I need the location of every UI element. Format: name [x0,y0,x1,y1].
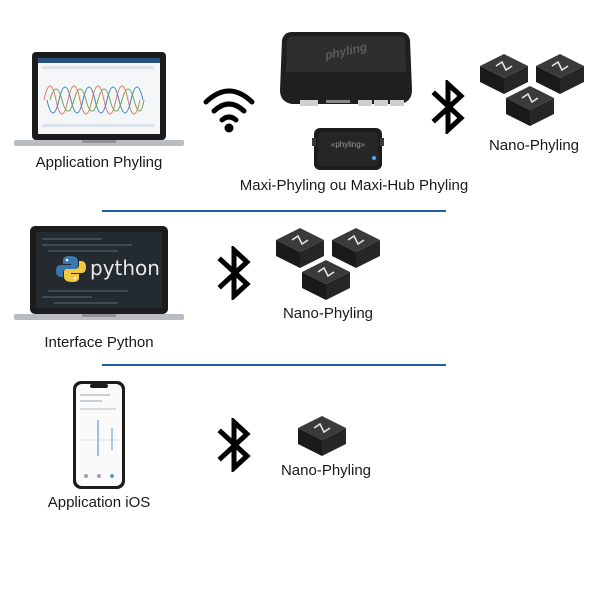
row-phyling-app: Application Phyling phyling [0,0,600,200]
python-logo-icon [56,254,86,284]
python-logo-text: python [90,256,160,280]
hub-module-icon [312,126,384,172]
sensor-cube-icon [331,227,381,269]
sensor-cube-icon [535,53,585,95]
sensor-label-row1: Nano-Phyling [488,137,580,154]
bluetooth-icon [217,418,253,472]
sensor-group-2 [274,226,384,302]
device-label-python: Interface Python [44,334,154,351]
sensor-label-row2: Nano-Phyling [282,305,374,322]
hub-module-text: «phyling» [330,140,366,149]
smartphone-icon [72,380,126,490]
laptop-icon [14,50,184,152]
hub-label: Maxi-Phyling ou Maxi-Hub Phyling [239,177,469,194]
sensor-cube-icon [297,415,347,457]
sensor-cube-icon [275,227,325,269]
device-label-phyling-app: Application Phyling [35,154,163,171]
laptop-icon [14,224,184,324]
divider-2 [102,364,446,366]
bluetooth-icon [431,80,467,134]
row-ios-app: Application iOS Nano-Phyling [0,366,600,526]
sensor-label-row3: Nano-Phyling [280,462,372,479]
bluetooth-icon [217,246,253,300]
row-python-interface: python Interface Python Nano-Phyling [0,212,600,362]
sensor-cube-icon [301,259,351,301]
device-label-ios: Application iOS [47,494,151,511]
divider-1 [102,210,446,212]
sensor-cube-icon [505,85,555,127]
hub-device-icon [278,28,414,116]
sensor-group-3 [296,414,350,460]
sensor-group-1 [478,52,588,128]
wifi-icon [202,86,256,134]
sensor-cube-icon [479,53,529,95]
